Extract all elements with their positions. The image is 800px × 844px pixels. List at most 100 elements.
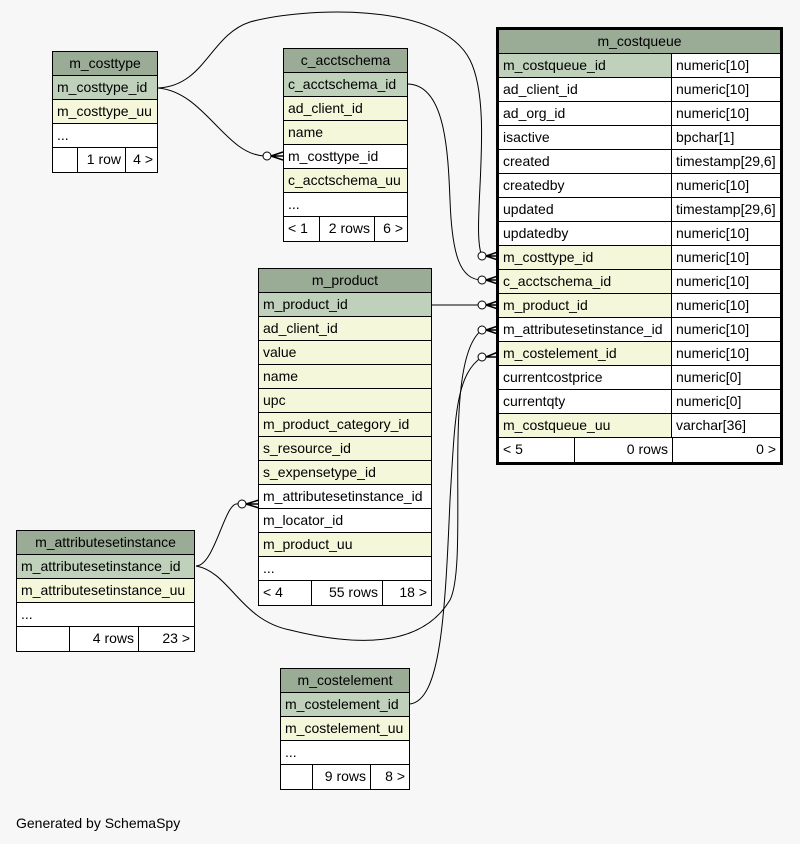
column-name: m_attributesetinstance_id <box>263 488 423 504</box>
column-name: m_costtype_id <box>57 79 148 95</box>
footer-parents-link[interactable]: < 1 <box>284 217 320 241</box>
column-name: value <box>263 344 297 360</box>
column-name: m_costelement_uu <box>285 720 404 736</box>
column-row: m_attributesetinstance_id numeric[10] <box>499 318 780 342</box>
table-title[interactable]: m_costqueue <box>499 30 780 54</box>
column-name: m_product_uu <box>263 536 353 552</box>
table-title[interactable]: c_acctschema <box>284 49 407 73</box>
column-type: numeric[10] <box>671 270 780 293</box>
footer-children-link[interactable]: 18 > <box>399 584 427 600</box>
column-name: m_costqueue_uu <box>503 417 611 433</box>
column-type: numeric[10] <box>671 102 780 125</box>
column-name: currentcostprice <box>503 369 603 385</box>
column-row: m_costelement_id numeric[10] <box>499 342 780 366</box>
column-name: s_expensetype_id <box>263 464 376 480</box>
column-name: m_costqueue_id <box>503 57 606 73</box>
column-name: c_acctschema_id <box>503 273 612 289</box>
column-type: numeric[10] <box>671 54 780 77</box>
column-name: created <box>503 153 550 169</box>
column-name: name <box>263 368 299 384</box>
column-name: currentqty <box>503 393 566 409</box>
table-c_acctschema[interactable]: c_acctschema c_acctschema_id ad_client_i… <box>283 48 408 242</box>
footer-children-link[interactable]: 6 > <box>383 220 403 236</box>
column-type: numeric[10] <box>671 78 780 101</box>
column-row: m_costtype_id numeric[10] <box>499 246 780 270</box>
footer-rowcount: 1 row <box>78 148 126 172</box>
column-name: updatedby <box>503 225 569 241</box>
column-name: m_attributesetinstance_id <box>503 321 663 337</box>
column-name: upc <box>263 392 286 408</box>
column-type: numeric[0] <box>671 366 780 389</box>
edge-costtype-acctschema <box>157 87 266 157</box>
footer-rowcount: 2 rows <box>320 217 375 241</box>
column-row: c_acctschema_id numeric[10] <box>499 270 780 294</box>
column-name: createdby <box>503 177 565 193</box>
column-name: s_resource_id <box>263 440 351 456</box>
column-name: m_attributesetinstance_uu <box>21 582 186 598</box>
column-type: numeric[10] <box>671 342 780 365</box>
column-name: m_costtype_id <box>503 249 594 265</box>
column-name: m_attributesetinstance_id <box>21 558 181 574</box>
footer-parents-link[interactable]: < 4 <box>259 581 312 605</box>
footer-parents-link[interactable]: < 5 <box>499 438 575 462</box>
column-name: isactive <box>503 129 550 145</box>
column-name: ... <box>21 606 33 622</box>
footer-rowcount: 55 rows <box>312 581 383 605</box>
column-row: updatedby numeric[10] <box>499 222 780 246</box>
footer-children-link[interactable]: 0 > <box>756 441 776 457</box>
table-m_costelement[interactable]: m_costelement m_costelement_id m_costele… <box>280 668 410 790</box>
column-row: m_costqueue_id numeric[10] <box>499 54 780 78</box>
table-m_product[interactable]: m_product m_product_id ad_client_id valu… <box>258 268 432 606</box>
generated-by-credit: Generated by SchemaSpy <box>16 815 181 831</box>
column-row: currentcostprice numeric[0] <box>499 366 780 390</box>
column-name: ... <box>263 560 275 576</box>
column-row: ad_org_id numeric[10] <box>499 102 780 126</box>
table-m_attributesetinstance[interactable]: m_attributesetinstance m_attributesetins… <box>16 530 195 652</box>
column-name: c_acctschema_uu <box>288 172 401 188</box>
footer-parents <box>17 627 70 651</box>
table-title[interactable]: m_attributesetinstance <box>17 531 194 555</box>
column-name: updated <box>503 201 554 217</box>
column-name: m_product_id <box>263 296 348 312</box>
footer-rowcount: 4 rows <box>70 627 139 651</box>
footer-parents <box>53 148 78 172</box>
column-name: ad_org_id <box>503 105 566 121</box>
column-name: ad_client_id <box>263 320 338 336</box>
column-type: bpchar[1] <box>671 126 780 149</box>
table-title[interactable]: m_costtype <box>53 52 157 76</box>
column-type: numeric[10] <box>671 318 780 341</box>
column-name: ... <box>288 196 300 212</box>
column-name: m_costtype_id <box>288 148 379 164</box>
footer-parents <box>281 765 313 789</box>
footer-children-link[interactable]: 8 > <box>385 768 405 784</box>
column-name: m_costtype_uu <box>57 103 152 119</box>
footer-children-link[interactable]: 23 > <box>162 630 190 646</box>
footer-rowcount: 0 rows <box>575 438 673 462</box>
column-row: currentqty numeric[0] <box>499 390 780 414</box>
column-type: numeric[10] <box>671 222 780 245</box>
column-type: timestamp[29,6] <box>671 198 780 221</box>
column-name: m_costelement_id <box>285 696 399 712</box>
table-m_costtype[interactable]: m_costtype m_costtype_id m_costtype_uu .… <box>52 51 158 173</box>
edge-asi-product <box>195 503 239 567</box>
table-title[interactable]: m_costelement <box>281 669 409 693</box>
column-row: isactive bpchar[1] <box>499 126 780 150</box>
column-type: numeric[0] <box>671 390 780 413</box>
footer-children-link[interactable]: 4 > <box>133 151 153 167</box>
column-name: ad_client_id <box>288 100 363 116</box>
column-name: m_locator_id <box>263 512 344 528</box>
column-name: name <box>288 124 324 140</box>
column-name: m_costelement_id <box>503 345 617 361</box>
column-type: numeric[10] <box>671 294 780 317</box>
column-type: numeric[10] <box>671 246 780 269</box>
column-name: ... <box>285 744 297 760</box>
table-title[interactable]: m_product <box>259 269 431 293</box>
column-name: ... <box>57 127 69 143</box>
edge-acctschema-costqueue <box>406 83 483 281</box>
